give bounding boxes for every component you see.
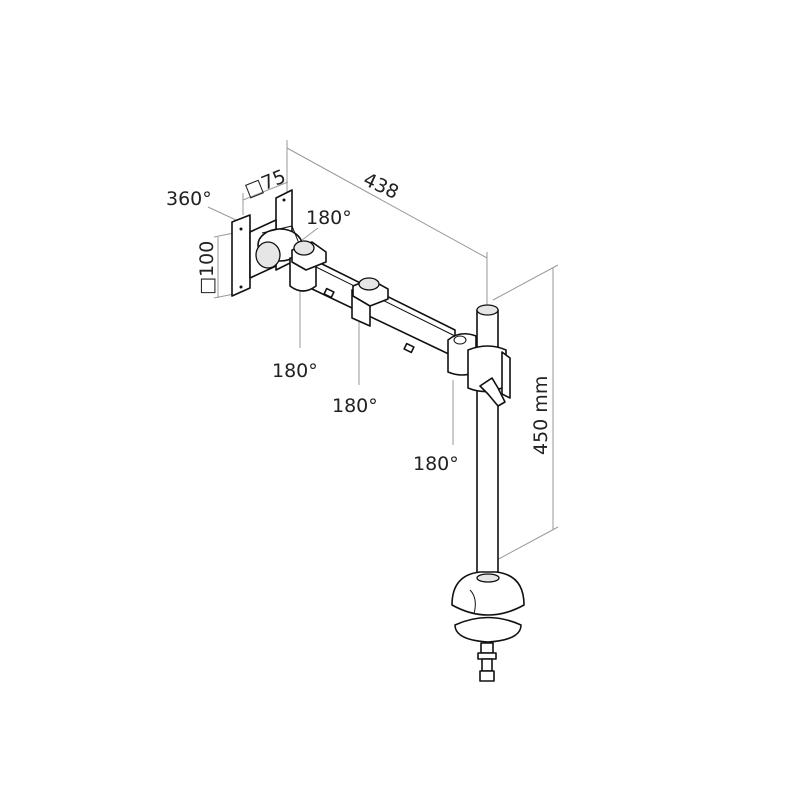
vesa-height-label: □100 <box>196 241 218 295</box>
vesa-width-dimension-line <box>242 181 289 201</box>
middle-clamp <box>351 277 389 327</box>
first-joint <box>289 240 327 292</box>
vesa-height-extension-bottom <box>213 293 235 299</box>
arm-length-label: 438 <box>360 169 402 204</box>
height-extension-top <box>492 264 559 301</box>
pole <box>447 304 511 581</box>
dimension-lines <box>207 140 559 563</box>
tilt-head <box>255 225 303 269</box>
arm-length-dimension-line <box>286 147 488 259</box>
arm <box>309 257 456 358</box>
first-joint-label: 180° <box>272 360 318 382</box>
head-joint-label: 180° <box>306 207 352 229</box>
desk-clamp <box>451 571 525 682</box>
head-joint-leader <box>301 227 319 241</box>
vesa-height-extension-top <box>213 232 235 238</box>
middle-joint-label: 180° <box>332 395 378 417</box>
rotation-leader <box>207 206 237 221</box>
pole-height-label: 450 mm <box>530 376 552 455</box>
height-extension-bottom <box>492 526 559 563</box>
pole-joint-label: 180° <box>413 453 459 475</box>
rotation-plate-label: 360° <box>166 188 212 210</box>
